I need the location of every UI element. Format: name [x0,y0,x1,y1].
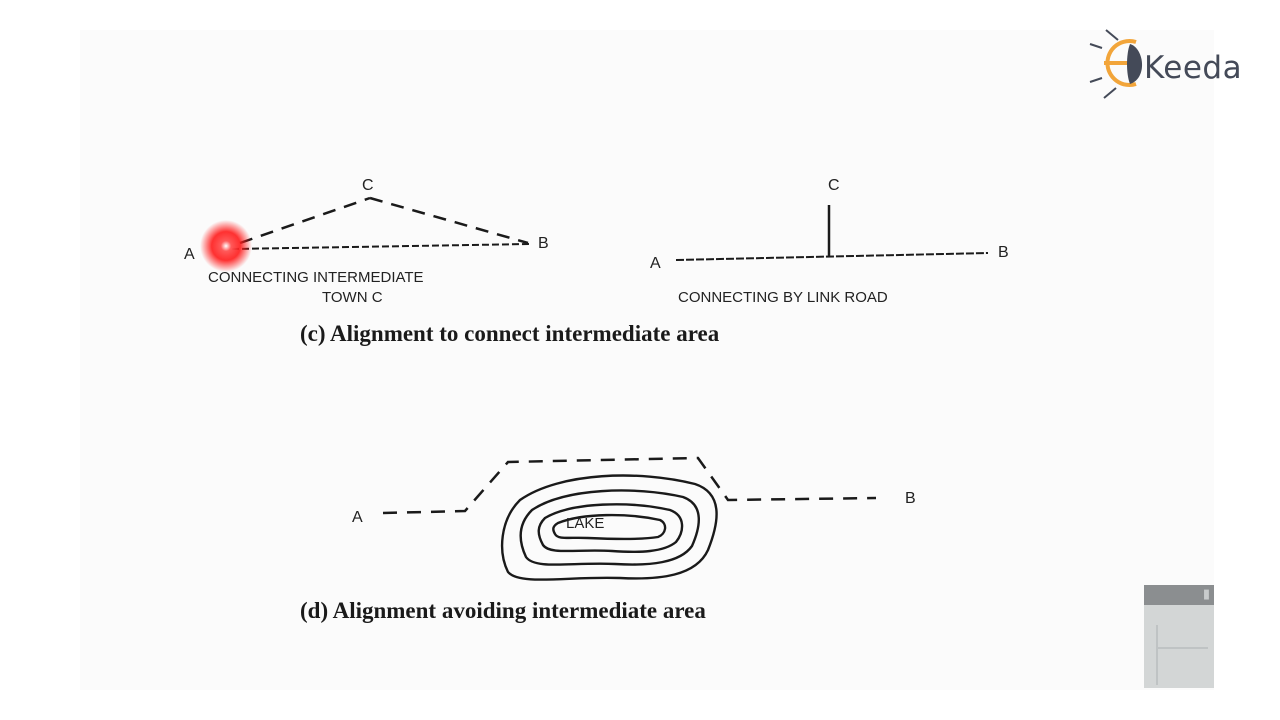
lake-contours [500,474,718,581]
thumbnail-map-line [1156,625,1158,685]
straight-alignment-a-b [231,243,531,250]
lake-label: LAKE [566,515,604,532]
diagram-d: A B LAKE [352,456,916,581]
point-c-label: C [362,177,374,194]
diagram-c-right: C A B CONNECTING BY LINK ROAD [650,177,1009,306]
thumbnail-map-line [1158,647,1208,649]
point-b-label: B [998,244,1009,261]
caption-town-c: TOWN C [322,289,383,306]
ekeeda-logo: Keeda [1089,29,1242,99]
caption-link-road: CONNECTING BY LINK ROAD [678,289,888,306]
caption-connecting-intermediate: CONNECTING INTERMEDIATE [208,269,424,286]
point-b-label: B [905,490,916,507]
slide-content-area [80,30,1214,690]
point-a-label: A [184,246,195,263]
laser-pointer [200,220,252,272]
figure-d-title: (d) Alignment avoiding intermediate area [300,598,706,623]
dashed-route-c-b [369,196,529,245]
video-thumbnail[interactable]: ▮ [1144,585,1214,688]
main-road-a-b [675,252,989,261]
logo-wordmark: Keeda [1144,50,1242,86]
bypass-alignment [382,456,877,515]
point-b-label: B [538,235,549,252]
diagram-c-left: C A B CONNECTING INTERMEDIATE TOWN C [184,177,549,306]
logo-bug-icon [1089,29,1143,99]
dashed-route-a-c [239,196,371,245]
point-a-label: A [352,509,363,526]
thumbnail-corner-icon: ▮ [1202,587,1210,602]
figure-c-title: (c) Alignment to connect intermediate ar… [300,321,720,346]
thumbnail-header: ▮ [1144,585,1214,605]
point-c-label: C [828,177,840,194]
point-a-label: A [650,255,661,272]
